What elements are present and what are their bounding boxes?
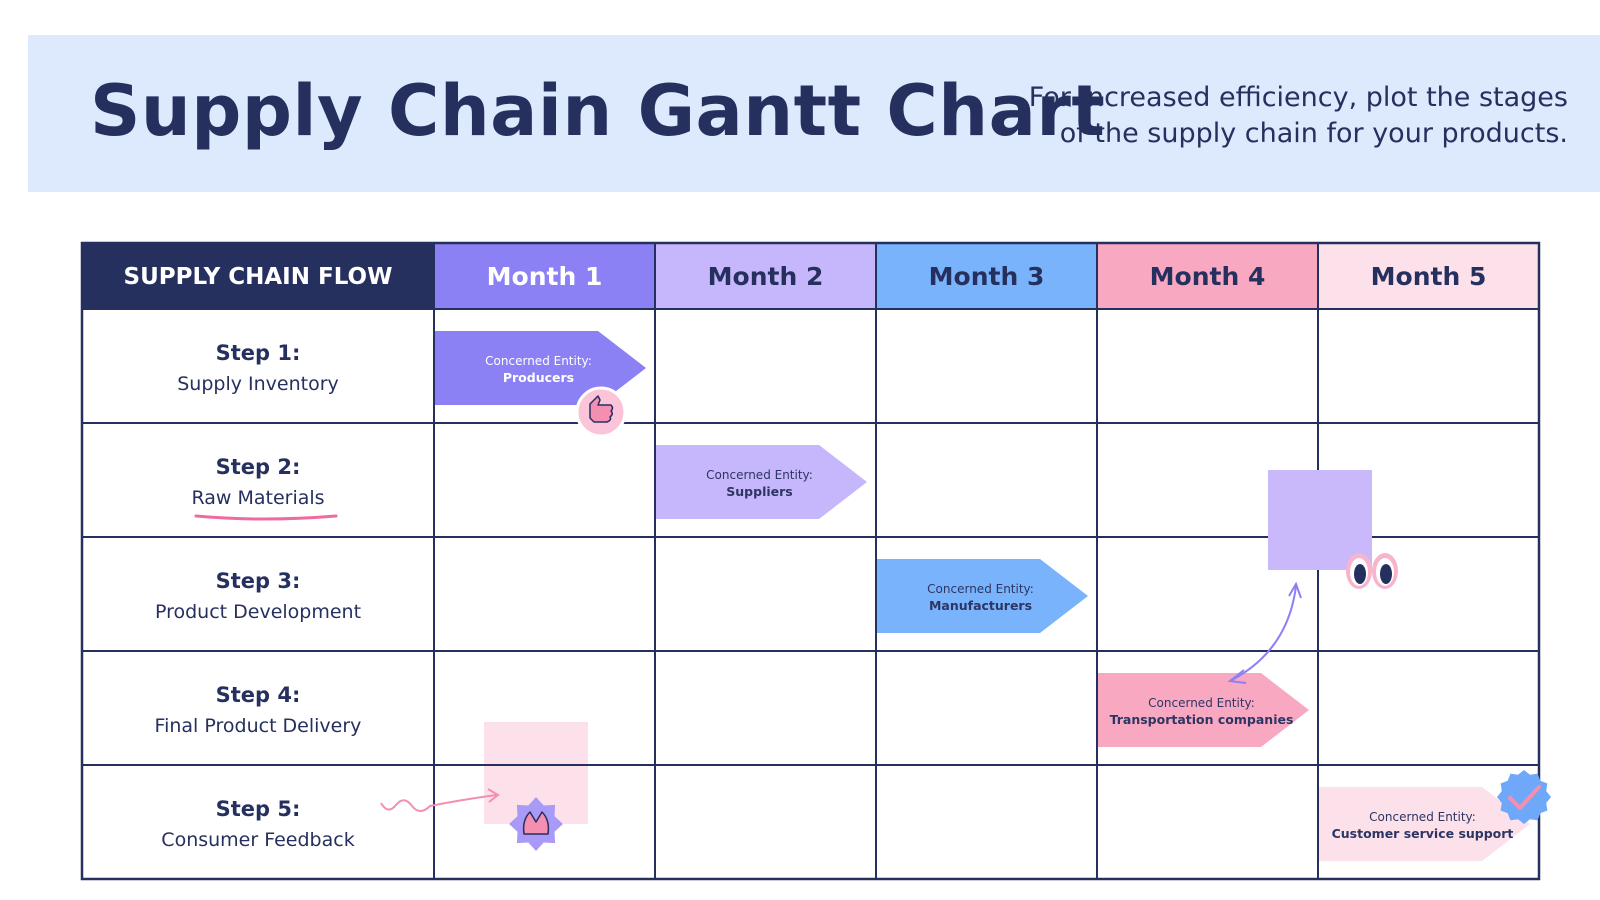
step-name-label: Supply Inventory — [177, 373, 339, 395]
task-bar-caption: Concerned Entity: — [706, 468, 813, 482]
arrow-head — [1227, 669, 1247, 684]
task-bar-entity: Customer service support — [1332, 826, 1514, 841]
step-name-label: Product Development — [155, 601, 361, 623]
task-bar-shape — [1098, 673, 1309, 747]
task-bar-entity: Transportation companies — [1110, 712, 1294, 727]
subtitle-line-2: of the supply chain for your products. — [1059, 118, 1568, 149]
task-bar-entity: Suppliers — [726, 484, 792, 499]
task-bar-caption: Concerned Entity: — [1369, 810, 1476, 824]
task-bar[interactable]: Concerned Entity: Customer service suppor… — [1319, 787, 1530, 861]
row-header-cell — [82, 243, 434, 309]
step-number-label: Step 4: — [216, 683, 301, 707]
step-number-label: Step 2: — [216, 455, 301, 479]
step-name-label: Final Product Delivery — [155, 715, 362, 737]
step-number-label: Step 5: — [216, 797, 301, 821]
googly-eyes-icon — [1346, 553, 1398, 589]
month-header-label: Month 4 — [1150, 262, 1266, 291]
task-bar-caption: Concerned Entity: — [485, 354, 592, 368]
step-name-label: Consumer Feedback — [161, 829, 354, 851]
month-header-label: Month 1 — [487, 262, 603, 291]
task-bar-shape — [877, 559, 1088, 633]
month-header-cell — [434, 243, 655, 309]
curved-arrow-connector — [1231, 585, 1297, 681]
month-header-label: Month 5 — [1371, 262, 1487, 291]
row-header-label: SUPPLY CHAIN FLOW — [124, 264, 393, 290]
month-header-cell — [655, 243, 876, 309]
arrow-head — [1288, 581, 1302, 599]
step-number-label: Step 1: — [216, 341, 301, 365]
step-name-label: Raw Materials — [191, 487, 324, 509]
task-bar-entity: Producers — [503, 370, 574, 385]
task-bar-entity: Manufacturers — [929, 598, 1032, 613]
step-number-label: Step 3: — [216, 569, 301, 593]
arrow-head — [487, 788, 500, 803]
subtitle-line-1: For increased efficiency, plot the stage… — [1028, 82, 1568, 113]
thumbs-up-icon — [575, 386, 627, 438]
squiggle-arrow-connector — [380, 794, 497, 812]
task-bar-shape — [435, 331, 646, 405]
underline-decoration — [194, 514, 338, 521]
task-bar[interactable]: Concerned Entity: Manufacturers — [877, 559, 1088, 633]
sticky-note-lavender — [1268, 470, 1372, 570]
month-header-cell — [876, 243, 1097, 309]
header-banner — [28, 35, 1600, 192]
task-bar[interactable]: Concerned Entity: Transportation companie… — [1098, 673, 1309, 747]
page-subtitle: For increased efficiency, plot the stage… — [1008, 80, 1568, 152]
page-title: Supply Chain Gantt Chart — [90, 70, 1106, 152]
task-bar-shape — [656, 445, 867, 519]
month-header-cell — [1318, 243, 1539, 309]
task-bar-shape — [1319, 787, 1530, 861]
task-bar[interactable]: Concerned Entity: Suppliers — [656, 445, 867, 519]
task-bar-caption: Concerned Entity: — [1148, 696, 1255, 710]
task-bar[interactable]: Concerned Entity: Producers — [435, 331, 646, 405]
month-header-cell — [1097, 243, 1318, 309]
month-header-label: Month 2 — [708, 262, 824, 291]
month-header-label: Month 3 — [929, 262, 1045, 291]
task-bar-caption: Concerned Entity: — [927, 582, 1034, 596]
clapping-hands-icon — [509, 797, 563, 851]
check-badge-icon — [1497, 770, 1551, 824]
